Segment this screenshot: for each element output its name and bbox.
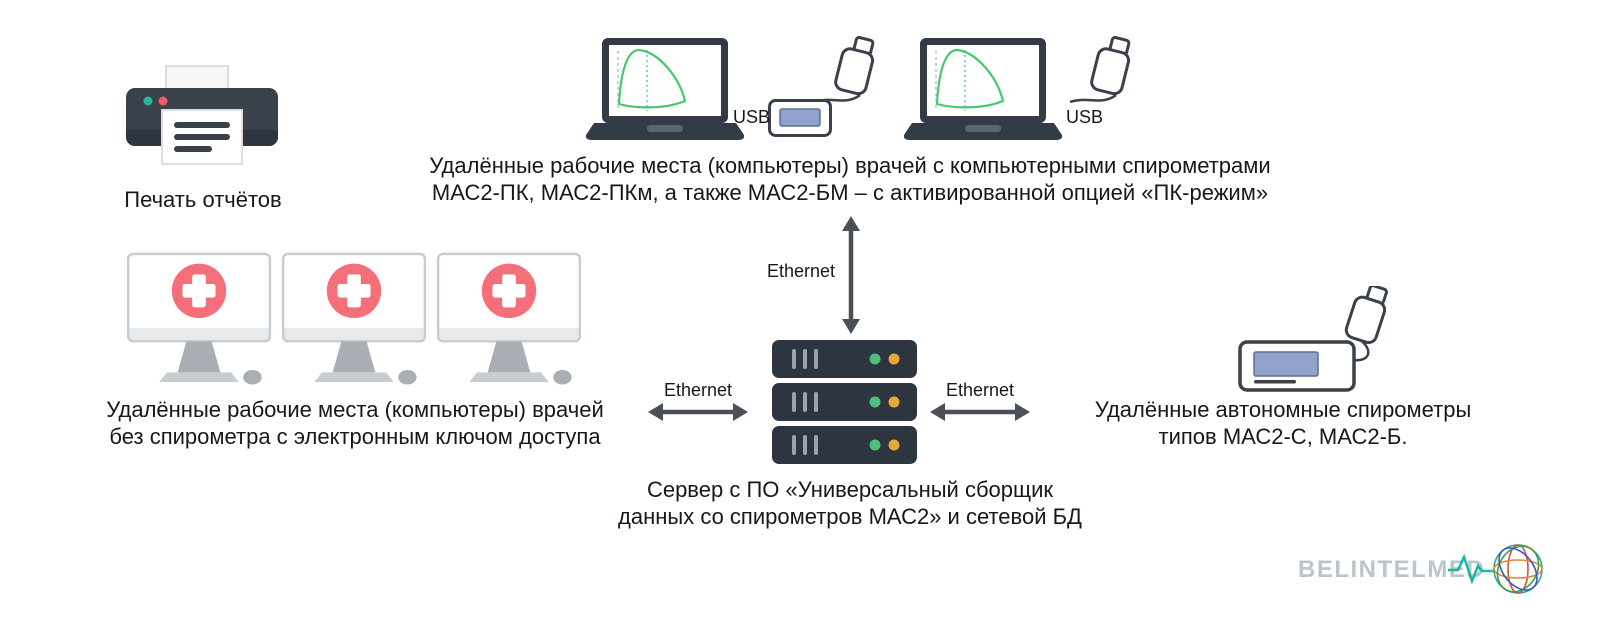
pc-workstations-caption-line2: МАС2-ПК, МАС2-ПКм, а также МАС2-БМ – с а… (431, 180, 1269, 205)
server-caption-line2: данных со спирометров МАС2» и сетевой БД (618, 504, 1082, 529)
ethernet-arrow-vertical-icon (842, 216, 860, 334)
doctor-monitor-icon-3 (436, 252, 582, 385)
ethernet-right-label: Ethernet (945, 380, 1015, 400)
laptop-spirometer-icon-2 (903, 38, 1063, 140)
ethernet-arrow-left-icon (648, 403, 748, 421)
usb-label-right: USB (1066, 107, 1104, 127)
printer-icon (126, 65, 278, 165)
handheld-spirometer-icon-1 (813, 36, 875, 104)
usb-label-left: USB (733, 107, 771, 127)
printer-label: Печать отчётов (124, 187, 282, 212)
autonomous-spirometers-caption-line2: типов МАС2-С, МАС2-Б. (1158, 424, 1408, 449)
logo-globe-icon (1448, 544, 1543, 594)
server-icon (772, 340, 917, 464)
ethernet-arrow-right-icon (930, 403, 1030, 421)
autonomous-spirometers-caption-line1: Удалённые автономные спирометры (1094, 397, 1472, 422)
doctor-monitor-icon-1 (126, 252, 272, 385)
autonomous-spirometers-caption: Удалённые автономные спирометры типов МА… (1073, 396, 1493, 450)
ethernet-left-label: Ethernet (663, 380, 733, 400)
usb-adapter-icon (768, 99, 832, 137)
ethernet-top-label: Ethernet (766, 261, 835, 281)
keyed-workstations-caption-line2: без спирометра с электронным ключом дост… (109, 424, 601, 449)
doctor-monitor-icon-2 (281, 252, 427, 385)
server-caption-line1: Сервер с ПО «Универсальный сборщик (646, 477, 1054, 502)
pc-workstations-caption-line1: Удалённые рабочие места (компьютеры) вра… (429, 153, 1271, 178)
server-caption: Сервер с ПО «Универсальный сборщик данны… (600, 476, 1100, 530)
autonomous-spirometer-icon (1238, 286, 1388, 392)
pc-workstations-caption: Удалённые рабочие места (компьютеры) вра… (400, 152, 1300, 206)
laptop-spirometer-icon-1 (585, 38, 745, 140)
handheld-spirometer-icon-2 (1069, 36, 1131, 104)
keyed-workstations-caption: Удалённые рабочие места (компьютеры) вра… (85, 396, 625, 450)
keyed-workstations-caption-line1: Удалённые рабочие места (компьютеры) вра… (106, 397, 604, 422)
